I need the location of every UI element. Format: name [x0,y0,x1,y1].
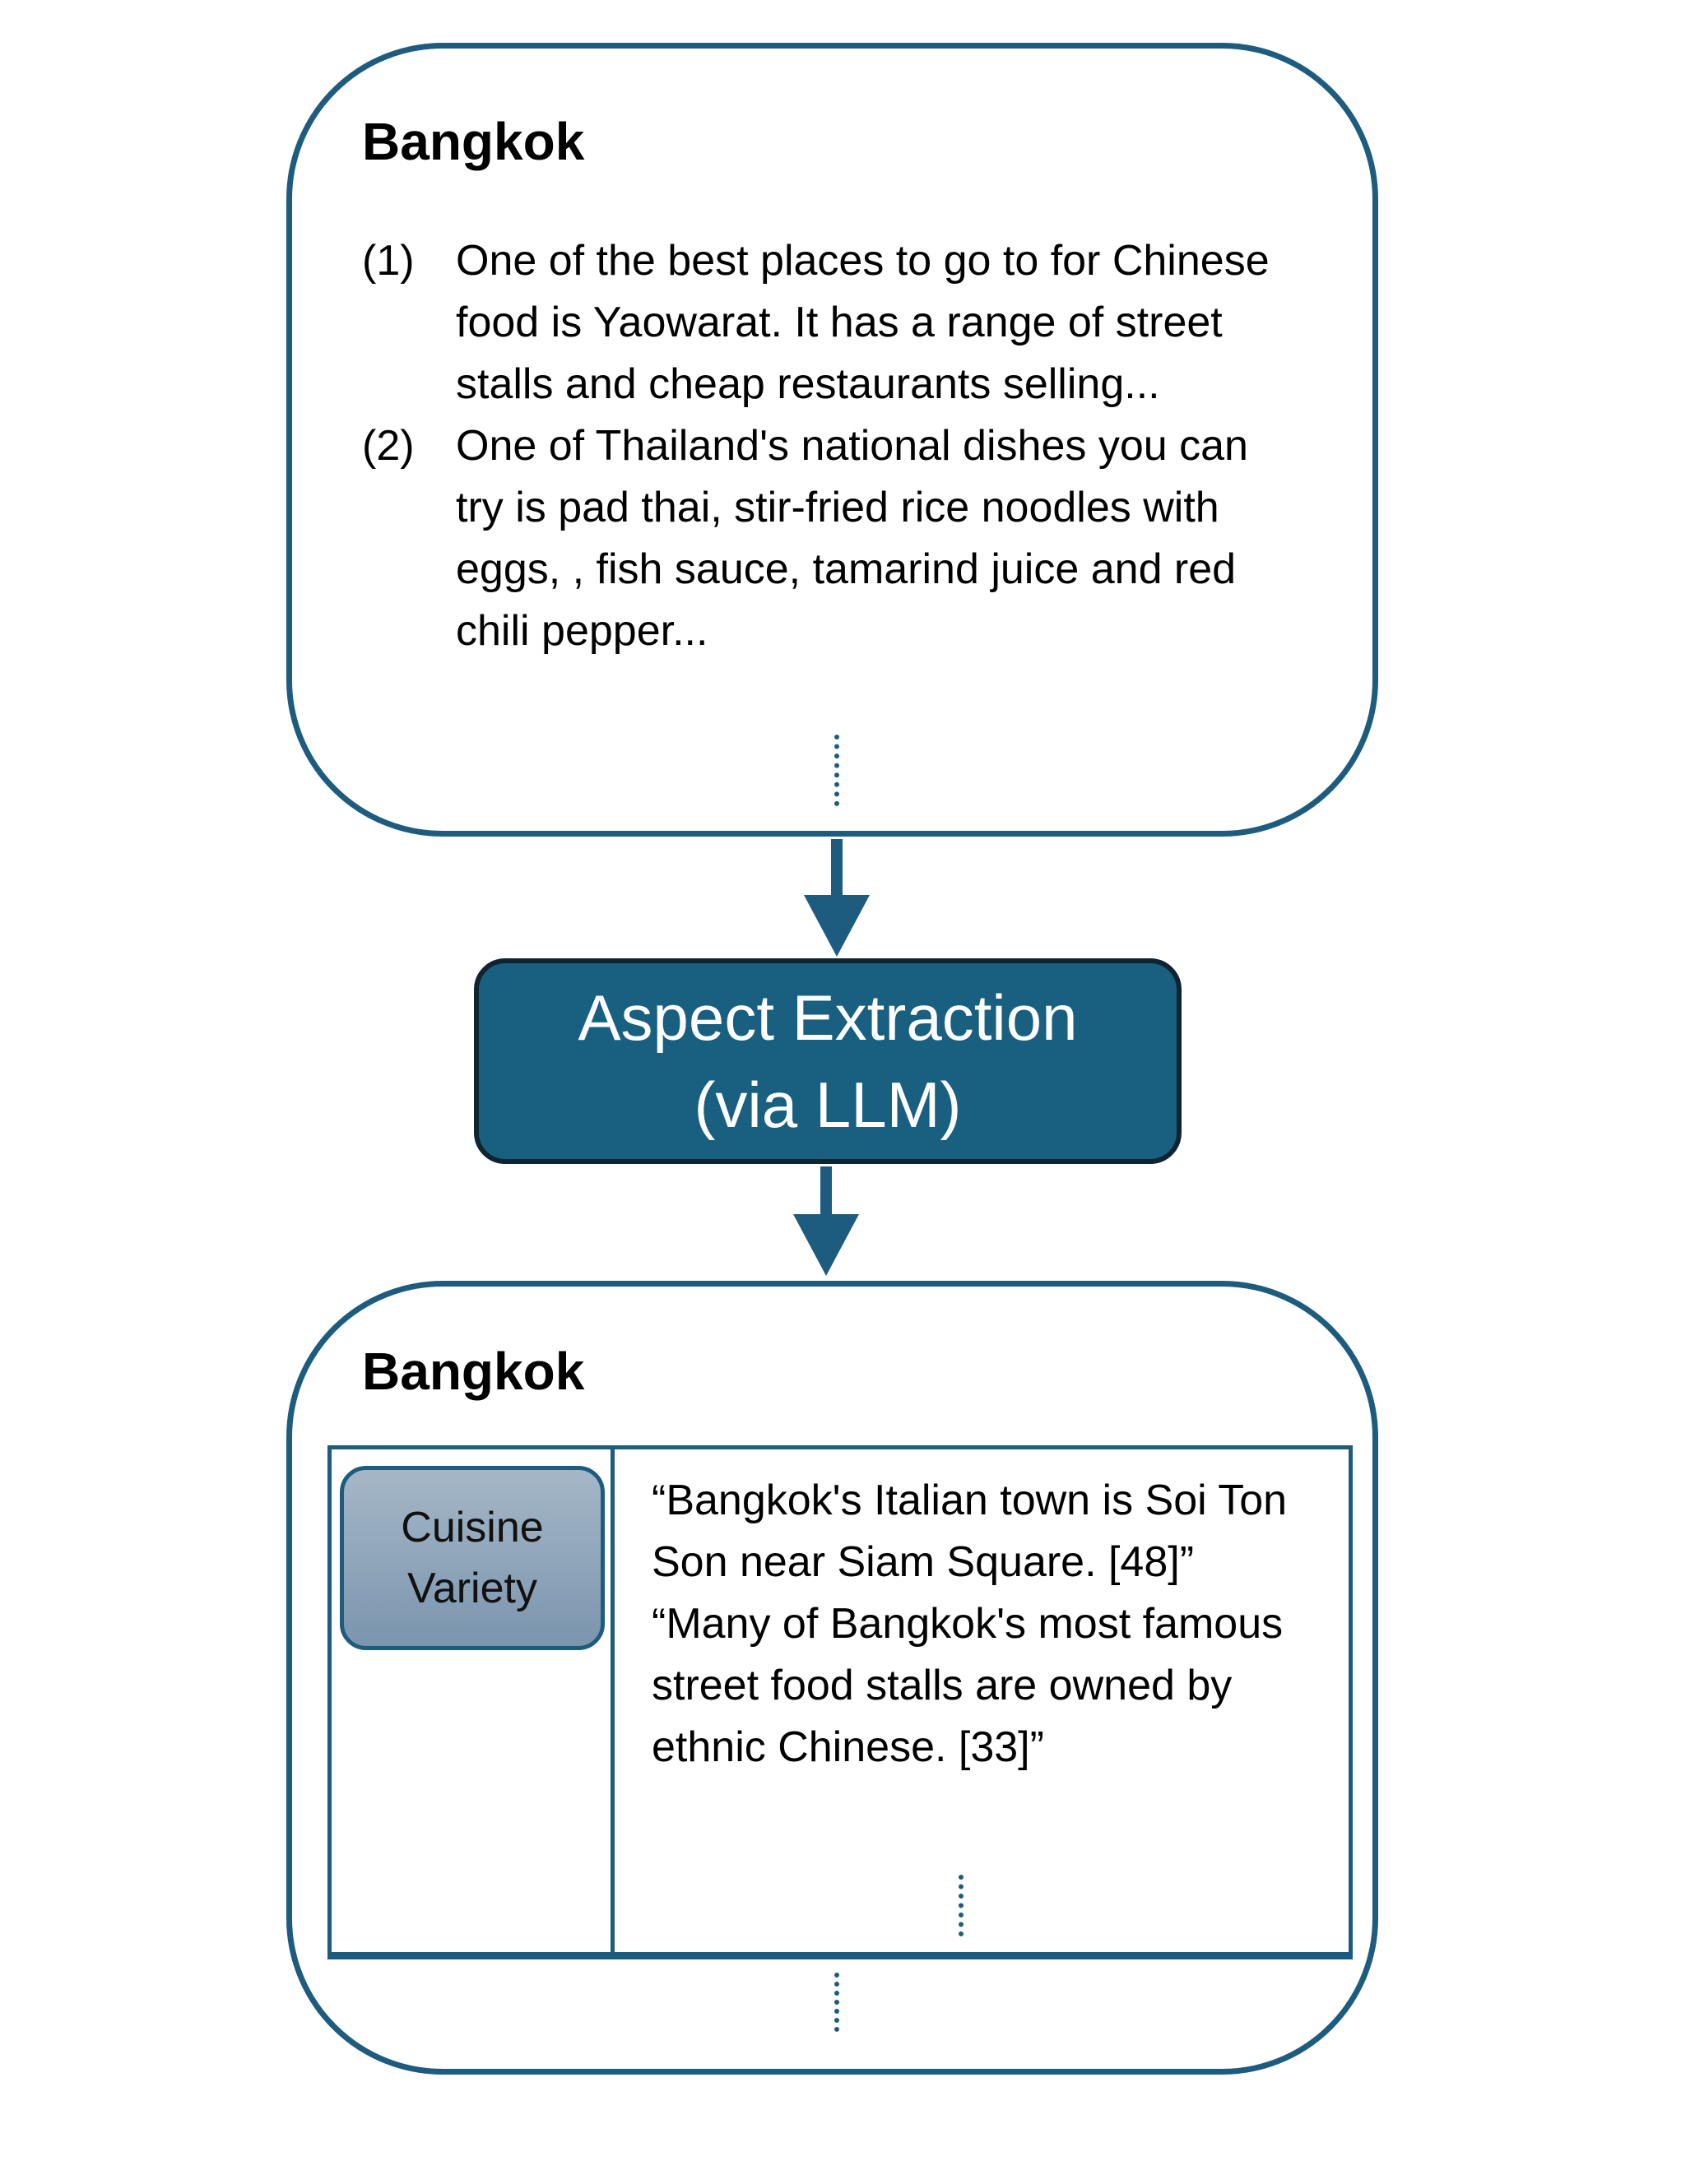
document-number: (1) [362,237,415,285]
aspect-extraction-step: Aspect Extraction (via LLM) [474,958,1182,1164]
aspect-table: Cuisine Variety “Bangkok's Italian town … [327,1445,1353,1959]
document-number: (2) [362,422,415,470]
evidence-list: “Bangkok's Italian town is Soi Ton Son n… [652,1470,1324,1778]
document-text: One of Thailand's national dishes you ca… [456,422,1248,655]
process-subtitle: (via LLM) [694,1069,962,1141]
arrow-down-icon [804,839,870,957]
process-title: Aspect Extraction [578,981,1078,1054]
input-documents-box [286,43,1378,837]
document-item: (1) One of the best places to go to for … [362,230,1292,415]
continuation-dots [834,735,839,806]
evidence-quote: “Many of Bangkok's most famous street fo… [652,1600,1284,1771]
evidence-continuation-dots [959,1875,964,1936]
input-box-title: Bangkok [362,112,585,171]
aspect-output-box [286,1281,1378,2075]
output-box-title: Bangkok [362,1342,585,1401]
aspect-column: Cuisine Variety [332,1449,615,1952]
evidence-quote: “Bangkok's Italian town is Soi Ton Son n… [652,1477,1288,1586]
row-continuation-dots [834,1973,839,2032]
document-list: (1) One of the best places to go to for … [362,230,1292,662]
arrow-down-icon [793,1166,859,1276]
document-item: (2) One of Thailand's national dishes yo… [362,415,1292,662]
aspect-label-chip: Cuisine Variety [340,1466,605,1650]
document-text: One of the best places to go to for Chin… [456,237,1270,408]
evidence-column: “Bangkok's Italian town is Soi Ton Son n… [615,1449,1349,1952]
